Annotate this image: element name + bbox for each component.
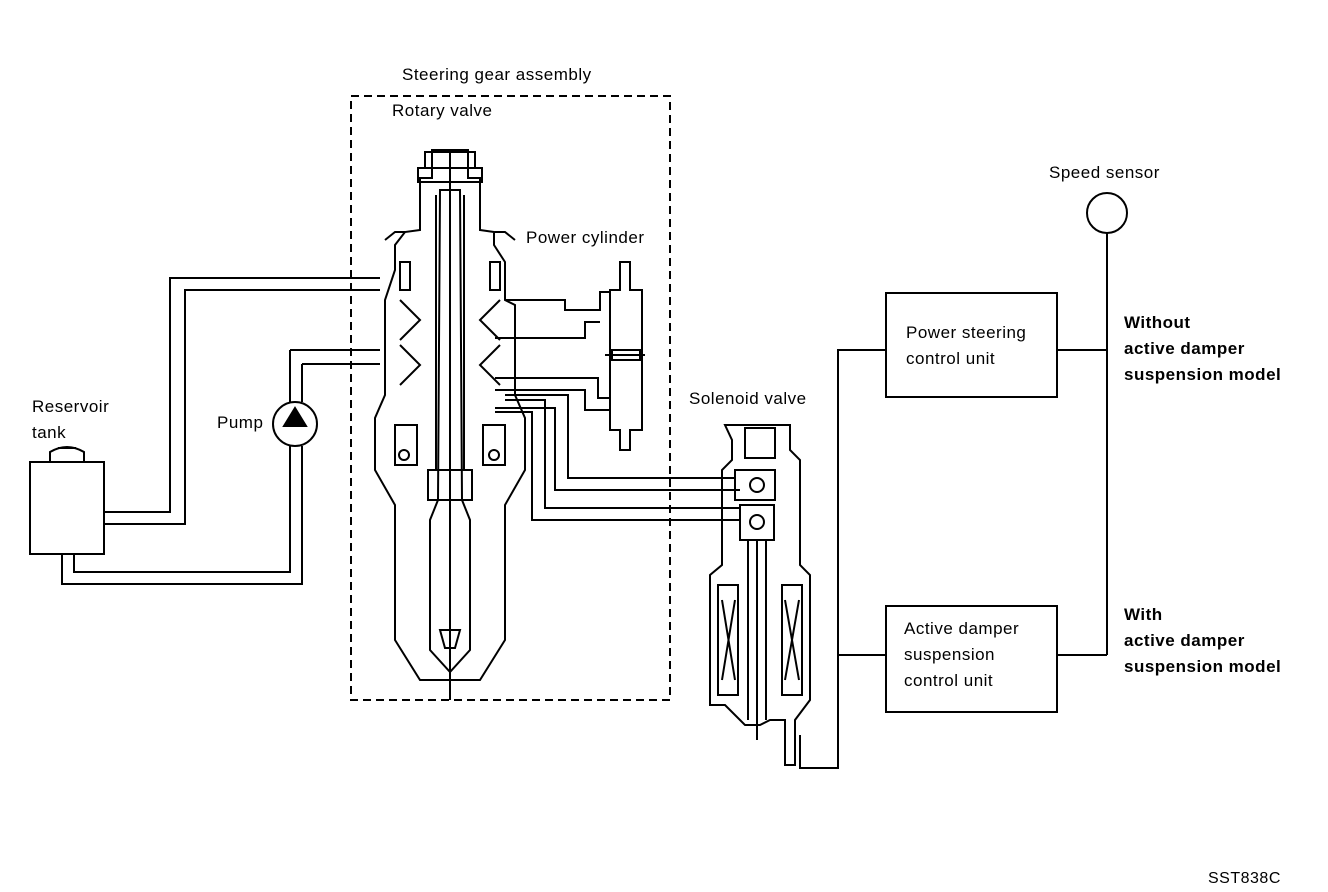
steering-gear-inner-housing: [429, 189, 471, 674]
speed-sensor-circle: [1086, 192, 1128, 234]
active-damper-control-unit-label: Active damper suspension control unit: [904, 619, 1020, 690]
steering-gear-assembly-label: Steering gear assembly: [402, 65, 592, 84]
active-damper-control-unit-box: [885, 605, 1058, 713]
reservoir-tank-body: [29, 461, 105, 555]
speed-sensor-label: Speed sensor: [1049, 163, 1160, 182]
power-steering-control-unit-label: Power steering control unit: [906, 323, 1027, 368]
rotary-valve-label: Rotary valve: [392, 98, 493, 124]
with-model-label: With active damper suspension model: [1124, 605, 1282, 676]
power-steering-control-unit-box: [885, 292, 1058, 398]
steering-gear-housing: [374, 149, 526, 681]
solenoid-valve-body: [709, 424, 811, 766]
solenoid-valve-label: Solenoid valve: [689, 389, 807, 408]
reservoir-tank-label: Reservoir tank: [32, 397, 110, 442]
figure-code: SST838C: [1208, 870, 1281, 887]
pump-circle: [272, 401, 318, 447]
pump-label: Pump: [217, 413, 264, 432]
without-model-label: Without active damper suspension model: [1124, 313, 1282, 384]
power-cylinder-label: Power cylinder: [526, 228, 645, 247]
steering-gear-dashed-boundary: [350, 95, 671, 701]
power-cylinder-body: [609, 261, 643, 451]
